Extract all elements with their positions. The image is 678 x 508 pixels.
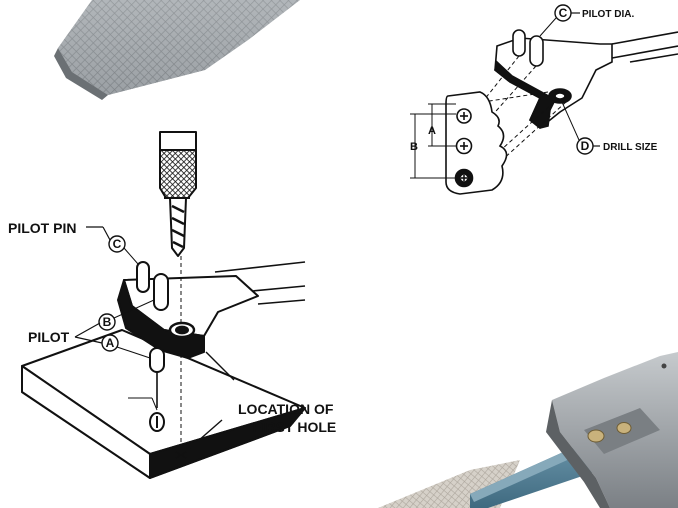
svg-text:C: C xyxy=(113,237,122,251)
drill-jig-tool-photo xyxy=(378,352,678,508)
callout-b: B xyxy=(98,299,155,331)
callout-d: D xyxy=(561,101,600,155)
knurled-steel-bar-photo xyxy=(54,0,300,100)
drilling-diagram xyxy=(21,131,306,479)
svg-text:C: C xyxy=(559,6,568,20)
pilot-label: PILOT xyxy=(28,329,70,345)
pilot-leader-a xyxy=(74,336,103,344)
location-leader-bottom xyxy=(189,419,223,449)
pilot-pin-label: PILOT PIN xyxy=(8,220,76,236)
callout-c-top: C xyxy=(539,4,580,37)
svg-text:B: B xyxy=(103,315,112,329)
template-dimension-diagram xyxy=(410,29,678,195)
pilot-leader-b xyxy=(74,322,101,338)
dimension-b-label: B xyxy=(410,141,418,153)
callout-c-left: C xyxy=(86,226,139,265)
location-label-line1: LOCATION OF xyxy=(238,401,334,417)
svg-text:D: D xyxy=(581,139,590,153)
dimension-a-label: A xyxy=(428,125,436,137)
drill-axis-lines xyxy=(128,256,187,459)
location-leader-top xyxy=(205,351,235,381)
svg-text:A: A xyxy=(106,336,115,350)
pilot-dia-label: PILOT DIA. xyxy=(582,9,634,20)
location-label-line2: FIRST HOLE xyxy=(253,419,336,435)
drill-size-label: DRILL SIZE xyxy=(603,142,658,153)
